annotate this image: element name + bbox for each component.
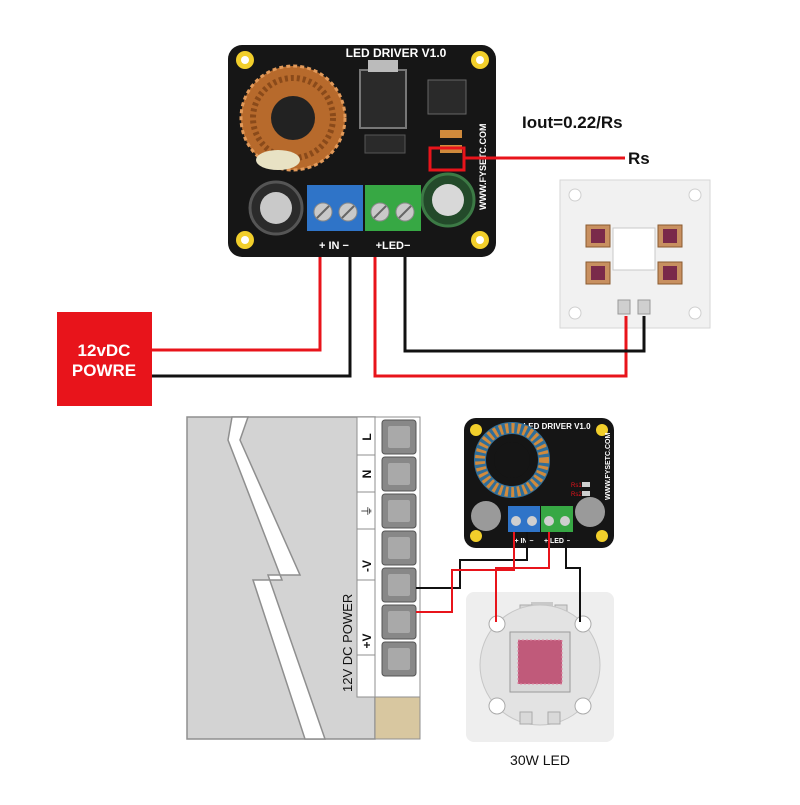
toroid-inductor-icon bbox=[239, 64, 347, 172]
rs1-label: Rs1 bbox=[571, 483, 582, 489]
mount-hole-icon bbox=[470, 530, 482, 542]
power-source-box: 12vDC POWRE bbox=[57, 312, 152, 406]
wire-led-negative bbox=[565, 532, 581, 622]
capacitor-icon bbox=[575, 497, 605, 527]
top-led-label: +LED− bbox=[376, 240, 411, 252]
led-30w-label: 30W LED bbox=[510, 752, 570, 768]
diode-chip-icon bbox=[427, 79, 467, 115]
top-in-terminal-block bbox=[307, 185, 363, 231]
mount-hole-icon bbox=[596, 530, 608, 542]
led-pad-positive bbox=[617, 299, 631, 315]
toroid-inductor-icon bbox=[474, 422, 550, 498]
input-capacitor-icon bbox=[248, 180, 304, 236]
bottom-board-website: WWW.FYSETC.COM bbox=[605, 433, 612, 500]
psu-terminal-label: -V bbox=[360, 560, 374, 572]
psu-terminal-label: +V bbox=[360, 633, 374, 648]
psu-terminal-n: N bbox=[360, 456, 417, 492]
bottom-wiring bbox=[416, 532, 581, 622]
ground-icon: ⏚ bbox=[360, 505, 374, 517]
psu-terminal-neg-2 bbox=[381, 567, 417, 603]
led-30w-module: 30W LED bbox=[466, 592, 614, 768]
wire-in-positive bbox=[150, 257, 322, 352]
psu-terminal-neg-1 bbox=[381, 530, 417, 566]
bottom-in-label: + IN − bbox=[514, 538, 533, 545]
bottom-board-title: LED DRIVER V1.0 bbox=[523, 422, 591, 431]
top-board-website: WWW.FYSETC.COM bbox=[478, 124, 488, 211]
wire-led-negative bbox=[403, 257, 646, 353]
mount-hole-icon bbox=[470, 424, 482, 436]
wire-in-negative bbox=[150, 257, 352, 378]
output-capacitor-icon bbox=[420, 172, 476, 228]
capacitor-icon bbox=[471, 501, 501, 531]
led-array-icon bbox=[518, 640, 562, 684]
psu-terminal-l: L bbox=[360, 419, 417, 455]
wire-led-positive bbox=[373, 257, 628, 378]
top-led-module bbox=[559, 179, 711, 329]
top-led-terminal-block bbox=[365, 185, 421, 231]
top-wiring bbox=[150, 257, 646, 378]
led-pad-negative bbox=[637, 299, 651, 315]
power-box-line2: POWRE bbox=[72, 361, 136, 380]
rs2-label: Rs2 bbox=[571, 492, 582, 498]
regulator-chip-icon bbox=[359, 69, 407, 129]
psu-terminal-strip: L N ⏚ -V +V bbox=[357, 419, 417, 677]
psu-terminal-ground: ⏚ bbox=[360, 493, 417, 529]
top-in-label: + IN − bbox=[319, 240, 349, 252]
rs-label: Rs bbox=[628, 149, 650, 168]
wire-psu-positive bbox=[416, 532, 515, 613]
psu-label: 12V DC POWER bbox=[340, 594, 355, 692]
psu-terminal-pos-2 bbox=[381, 641, 417, 677]
psu-break-icon bbox=[227, 416, 327, 740]
wire-led-positive bbox=[495, 532, 550, 622]
top-board-title: LED DRIVER V1.0 bbox=[346, 46, 447, 60]
psu-terminal-label: L bbox=[360, 433, 374, 440]
bottom-led-driver-board: LED DRIVER V1.0 Rs1 Rs2 WWW.FYSETC.COM +… bbox=[464, 418, 614, 548]
mount-hole-icon bbox=[596, 424, 608, 436]
psu-terminal-pos-1 bbox=[381, 604, 417, 640]
bottom-led-label: + LED − bbox=[544, 538, 570, 545]
power-box-line1: 12vDC bbox=[78, 341, 131, 360]
psu-terminal-label: N bbox=[360, 470, 374, 479]
wire-psu-negative bbox=[416, 532, 528, 589]
top-led-driver-board: LED DRIVER V1.0 WWW.FYSETC.COM + IN − +L… bbox=[228, 45, 496, 257]
iout-formula: Iout=0.22/Rs bbox=[522, 113, 623, 132]
